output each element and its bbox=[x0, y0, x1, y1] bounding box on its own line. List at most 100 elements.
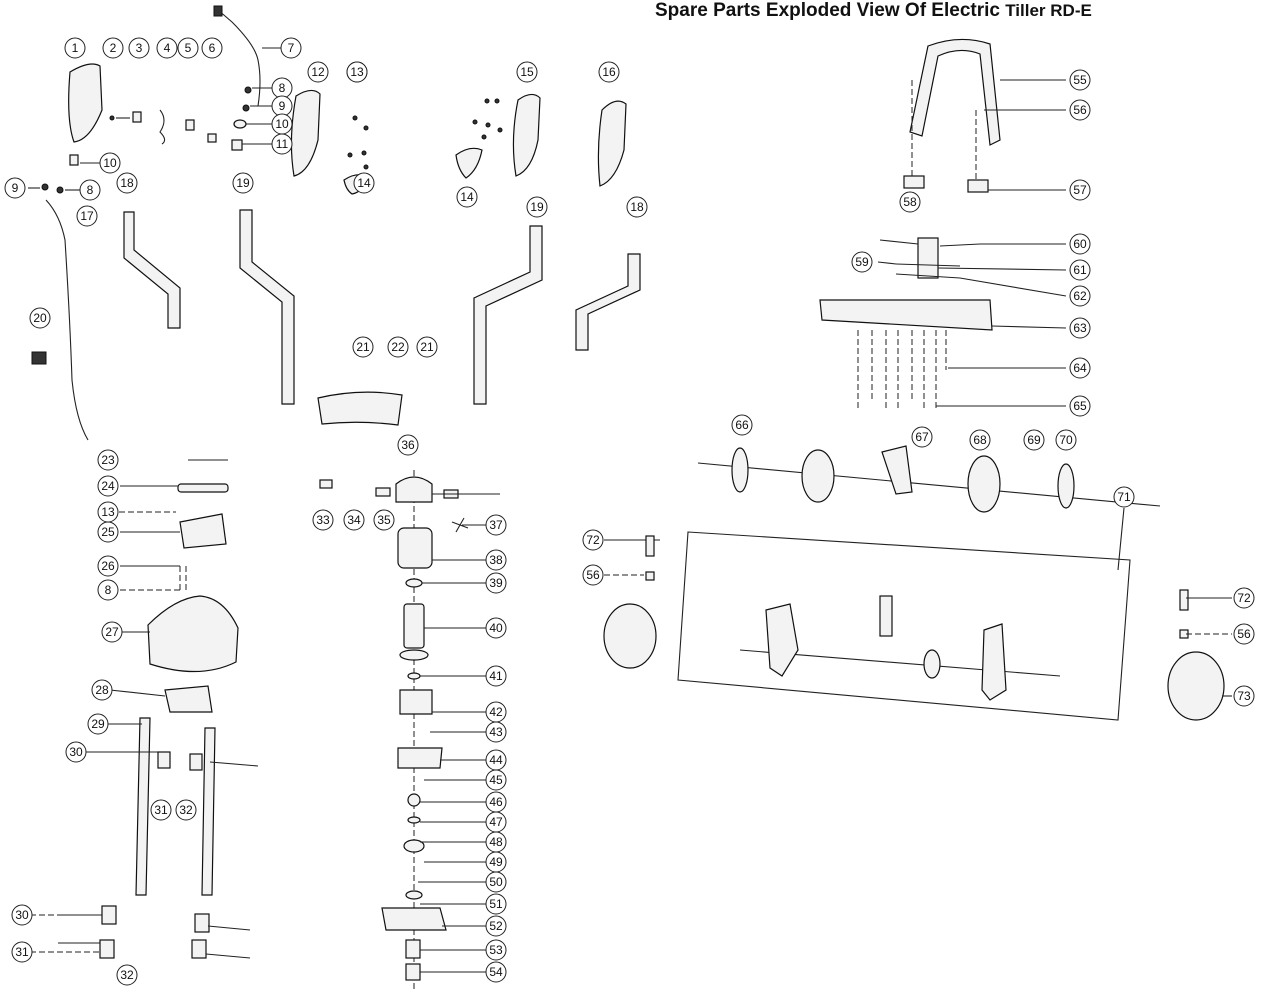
svg-text:31: 31 bbox=[154, 803, 168, 817]
callout-labels: 1234567891011121315161098181917131414191… bbox=[4, 37, 1255, 986]
svg-text:72: 72 bbox=[1237, 591, 1251, 605]
callout-1: 1 bbox=[64, 37, 86, 59]
callout-24: 24 bbox=[97, 475, 119, 497]
callout-39: 39 bbox=[485, 572, 507, 594]
callout-30: 30 bbox=[65, 741, 87, 763]
svg-text:30: 30 bbox=[15, 908, 29, 922]
callout-43: 43 bbox=[485, 721, 507, 743]
svg-text:13: 13 bbox=[101, 505, 115, 519]
svg-text:26: 26 bbox=[101, 559, 115, 573]
callout-41: 41 bbox=[485, 665, 507, 687]
callout-58: 58 bbox=[899, 191, 921, 213]
svg-text:8: 8 bbox=[279, 81, 286, 95]
svg-text:37: 37 bbox=[489, 518, 503, 532]
title-main: Spare Parts Exploded View Of Electric bbox=[655, 0, 1000, 21]
callout-27: 27 bbox=[101, 621, 123, 643]
svg-text:64: 64 bbox=[1073, 361, 1087, 375]
svg-text:40: 40 bbox=[489, 621, 503, 635]
trigger-14 bbox=[455, 147, 483, 179]
callout-14: 14 bbox=[456, 186, 478, 208]
callout-64: 64 bbox=[1069, 357, 1091, 379]
callout-21: 21 bbox=[416, 336, 438, 358]
svg-text:67: 67 bbox=[915, 430, 929, 444]
callout-2: 2 bbox=[102, 37, 124, 59]
svg-text:62: 62 bbox=[1073, 289, 1087, 303]
callout-8: 8 bbox=[271, 77, 293, 99]
callout-22: 22 bbox=[387, 336, 409, 358]
callout-8: 8 bbox=[97, 579, 119, 601]
svg-text:56: 56 bbox=[1073, 103, 1087, 117]
left-handle-cover bbox=[68, 63, 103, 143]
svg-text:17: 17 bbox=[80, 209, 94, 223]
svg-text:73: 73 bbox=[1237, 689, 1251, 703]
callout-44: 44 bbox=[485, 749, 507, 771]
svg-text:10: 10 bbox=[103, 156, 117, 170]
svg-text:14: 14 bbox=[357, 176, 371, 190]
svg-text:27: 27 bbox=[105, 625, 119, 639]
svg-text:48: 48 bbox=[489, 835, 503, 849]
svg-text:41: 41 bbox=[489, 669, 503, 683]
upper-tubes-left bbox=[123, 209, 295, 405]
svg-text:66: 66 bbox=[735, 418, 749, 432]
cover-plate bbox=[819, 299, 993, 331]
callout-45: 45 bbox=[485, 769, 507, 791]
callout-20: 20 bbox=[29, 307, 51, 329]
svg-text:24: 24 bbox=[101, 479, 115, 493]
callout-52: 52 bbox=[485, 915, 507, 937]
svg-text:72: 72 bbox=[586, 533, 600, 547]
svg-text:4: 4 bbox=[164, 41, 171, 55]
callout-29: 29 bbox=[87, 713, 109, 735]
callout-60: 60 bbox=[1069, 233, 1091, 255]
switch-housing-right bbox=[597, 100, 627, 187]
svg-text:25: 25 bbox=[101, 525, 115, 539]
callout-37: 37 bbox=[485, 514, 507, 536]
svg-text:2: 2 bbox=[110, 41, 117, 55]
callout-10: 10 bbox=[271, 113, 293, 135]
callout-33: 33 bbox=[312, 509, 334, 531]
svg-text:1: 1 bbox=[72, 41, 79, 55]
svg-text:23: 23 bbox=[101, 453, 115, 467]
svg-text:47: 47 bbox=[489, 815, 503, 829]
svg-text:3: 3 bbox=[136, 41, 143, 55]
callout-7: 7 bbox=[280, 37, 302, 59]
callout-56: 56 bbox=[1069, 99, 1091, 121]
leader-lines bbox=[28, 47, 1232, 973]
svg-text:21: 21 bbox=[356, 340, 370, 354]
svg-text:20: 20 bbox=[33, 311, 47, 325]
svg-text:29: 29 bbox=[91, 717, 105, 731]
handle-mount bbox=[879, 237, 981, 279]
callout-32: 32 bbox=[175, 799, 197, 821]
svg-text:9: 9 bbox=[12, 181, 19, 195]
callout-56: 56 bbox=[1233, 623, 1255, 645]
svg-text:18: 18 bbox=[630, 200, 644, 214]
callout-56: 56 bbox=[582, 564, 604, 586]
callout-19: 19 bbox=[526, 196, 548, 218]
svg-text:56: 56 bbox=[586, 568, 600, 582]
callout-25: 25 bbox=[97, 521, 119, 543]
svg-text:46: 46 bbox=[489, 795, 503, 809]
callout-31: 31 bbox=[11, 941, 33, 963]
callout-71: 71 bbox=[1113, 486, 1135, 508]
svg-text:7: 7 bbox=[288, 41, 295, 55]
svg-text:52: 52 bbox=[489, 919, 503, 933]
callout-54: 54 bbox=[485, 961, 507, 983]
callout-42: 42 bbox=[485, 701, 507, 723]
svg-text:56: 56 bbox=[1237, 627, 1251, 641]
callout-48: 48 bbox=[485, 831, 507, 853]
callout-4: 4 bbox=[156, 37, 178, 59]
motor-column bbox=[319, 470, 500, 990]
callout-21: 21 bbox=[352, 336, 374, 358]
callout-55: 55 bbox=[1069, 69, 1091, 91]
svg-text:53: 53 bbox=[489, 943, 503, 957]
svg-text:18: 18 bbox=[120, 176, 134, 190]
svg-text:6: 6 bbox=[209, 41, 216, 55]
callout-8: 8 bbox=[79, 179, 101, 201]
svg-text:33: 33 bbox=[316, 513, 330, 527]
callout-17: 17 bbox=[76, 205, 98, 227]
callout-72: 72 bbox=[1233, 587, 1255, 609]
svg-text:59: 59 bbox=[855, 255, 869, 269]
svg-text:12: 12 bbox=[311, 65, 325, 79]
callout-11: 11 bbox=[271, 133, 293, 155]
callout-46: 46 bbox=[485, 791, 507, 813]
svg-text:21: 21 bbox=[420, 340, 434, 354]
